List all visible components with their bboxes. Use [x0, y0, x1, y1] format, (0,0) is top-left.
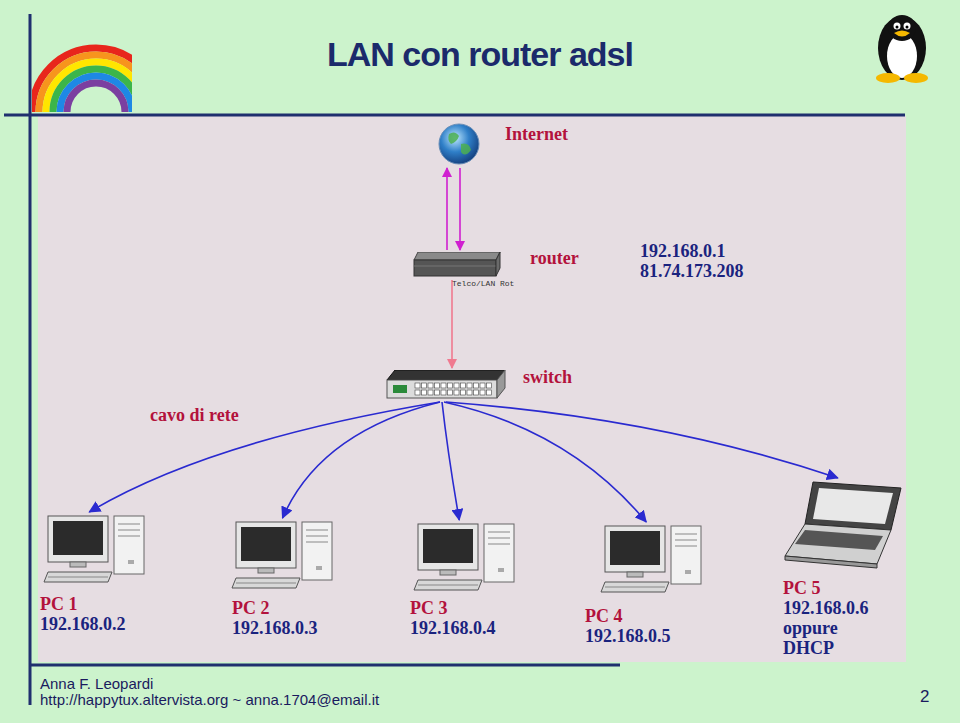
cable-label: cavo di rete — [150, 405, 239, 425]
diagram-panel — [38, 116, 906, 662]
slide-title: LAN con router adsl — [0, 34, 960, 74]
router-icon — [412, 252, 502, 278]
device-name: PC 3 — [410, 598, 448, 618]
device-node: switch — [383, 362, 598, 402]
device-node: PC 5192.168.0.6 oppure DHCP — [783, 480, 907, 660]
ip-address: 192.168.0.3 — [232, 618, 318, 638]
ip-address: 192.168.0.5 — [585, 626, 671, 646]
desktop-pc-icon — [42, 514, 147, 584]
rainbow — [32, 48, 132, 112]
network-cable — [451, 280, 453, 368]
margin-line — [29, 14, 32, 705]
globe-icon — [437, 122, 481, 166]
network-cable — [446, 168, 448, 250]
device-node: PC 3192.168.0.4 — [410, 522, 540, 642]
device-name: router — [530, 248, 579, 268]
device-name: PC 1 — [40, 594, 78, 614]
header-line — [4, 114, 905, 117]
device-model: Telco/LAN Rot — [452, 279, 514, 288]
laptop-icon — [783, 480, 905, 570]
author-url: http://happytux.altervista.org ~ anna.17… — [40, 691, 379, 708]
device-name: switch — [523, 367, 572, 387]
network-cable — [446, 402, 838, 478]
device-name: Internet — [505, 124, 568, 144]
device-node: Internet — [435, 120, 595, 168]
footer-line — [30, 664, 620, 667]
device-node: PC 4192.168.0.5 — [585, 524, 715, 648]
network-cable — [442, 402, 459, 520]
device-name: PC 5 — [783, 578, 821, 598]
page-number: 2 — [920, 687, 929, 707]
device-name: PC 4 — [585, 606, 623, 626]
sw-icon — [385, 370, 507, 400]
desktop-pc-icon — [412, 522, 517, 592]
ip-address: 192.168.0.1 81.74.173.208 — [640, 241, 772, 281]
penguin — [876, 15, 928, 83]
device-node: PC 1192.168.0.2 — [40, 514, 170, 636]
network-cable — [459, 168, 461, 250]
device-node: PC 2192.168.0.3 — [230, 520, 360, 640]
ip-address: 192.168.0.6 oppure DHCP — [783, 598, 883, 658]
author: Anna F. Leopardi — [40, 675, 153, 692]
network-cable — [89, 402, 440, 512]
ip-address: 192.168.0.2 — [40, 614, 126, 634]
device-name: PC 2 — [232, 598, 270, 618]
ip-address: 192.168.0.4 — [410, 618, 496, 638]
desktop-pc-icon — [230, 520, 335, 590]
desktop-pc-icon — [599, 524, 704, 594]
network-cable — [444, 402, 646, 522]
network-cable — [283, 402, 441, 518]
